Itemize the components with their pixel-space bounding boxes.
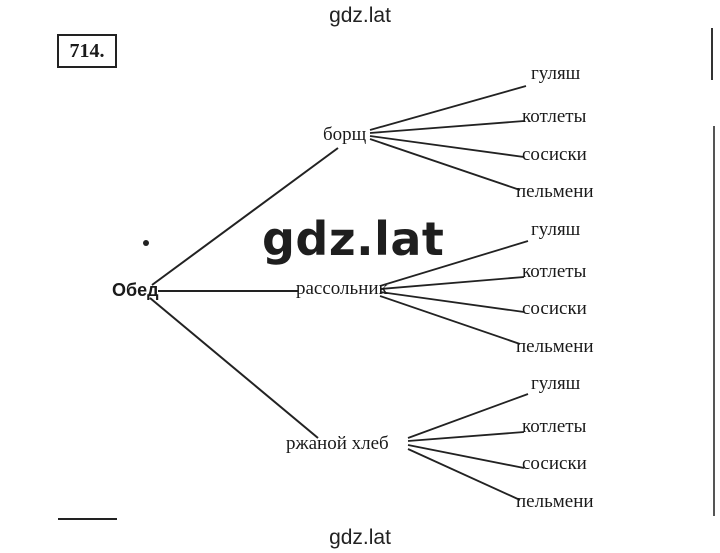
edge-borsch-sosiski — [369, 135, 525, 158]
leaf-borsch-sosiski: сосиски — [522, 144, 587, 165]
watermark-bottom: gdz.lat — [329, 526, 391, 549]
watermark-top: gdz.lat — [329, 4, 391, 27]
leaf-borsch-pelmeni: пельмени — [516, 181, 594, 202]
leaf-borsch-gulyash: гуляш — [531, 63, 581, 84]
leaf-rassolnik-kotlety: котлеты — [522, 261, 587, 282]
edge-root-borsch — [151, 147, 339, 286]
edge-bread-pelmeni — [407, 448, 521, 501]
leaf-bread-gulyash: гуляш — [531, 373, 581, 394]
edge-rassolnik-pelmeni — [379, 295, 521, 345]
leaf-rassolnik-sosiski: сосиски — [522, 298, 587, 319]
edge-rassolnik-sosiski — [379, 291, 525, 313]
branch-bread: ржаной хлеб — [286, 433, 389, 454]
branch-rassolnik: рассольник — [296, 278, 388, 299]
edge-rassolnik-kotlety — [379, 276, 525, 290]
watermark-center: gdz.lat — [262, 212, 445, 266]
edge-bread-sosiski — [407, 444, 525, 469]
stray-dot — [143, 240, 149, 246]
margin-line-right — [713, 126, 715, 516]
edge-borsch-pelmeni — [369, 138, 521, 191]
edge-borsch-gulyash — [369, 85, 527, 131]
edge-rassolnik-gulyash — [379, 240, 529, 287]
leaf-bread-pelmeni: пельмени — [516, 491, 594, 512]
edge-borsch-kotlety — [369, 120, 525, 134]
leaf-rassolnik-pelmeni: пельмени — [516, 336, 594, 357]
edge-bread-gulyash — [407, 393, 529, 439]
branch-borsch: борщ — [323, 124, 367, 145]
leaf-rassolnik-gulyash: гуляш — [531, 219, 581, 240]
leaf-bread-sosiski: сосиски — [522, 453, 587, 474]
edge-root-bread — [149, 297, 319, 439]
tree-root: Обед — [112, 280, 159, 300]
edge-bread-kotlety — [407, 431, 525, 442]
task-number: 714. — [57, 34, 117, 68]
margin-line-top — [711, 28, 713, 80]
leaf-borsch-kotlety: котлеты — [522, 106, 587, 127]
leaf-bread-kotlety: котлеты — [522, 416, 587, 437]
